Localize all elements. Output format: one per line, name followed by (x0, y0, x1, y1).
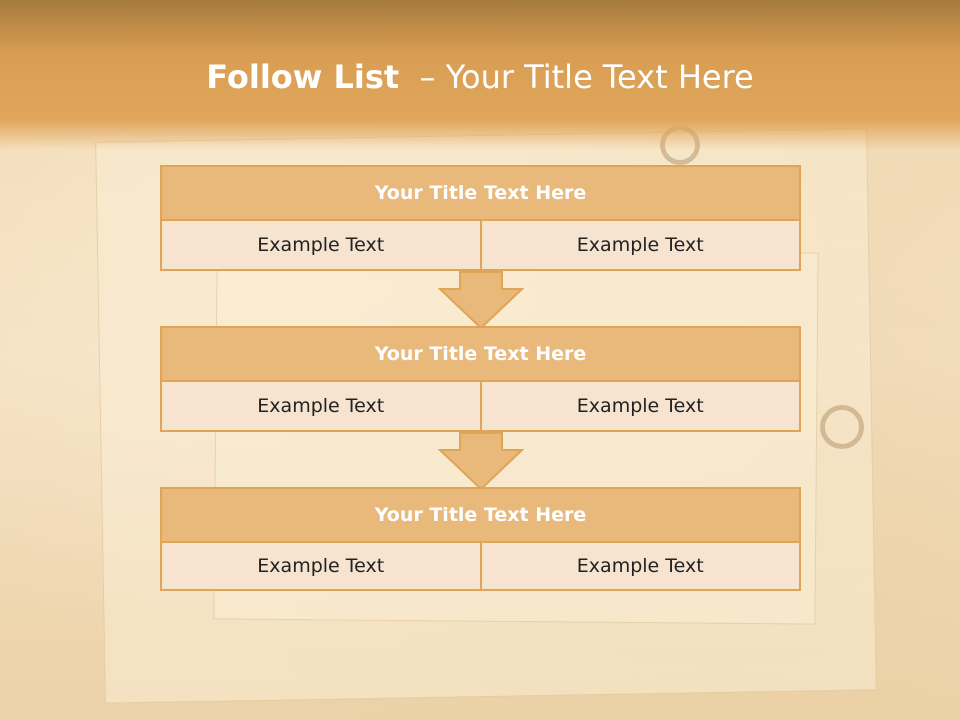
block-row-2: Example Text Example Text (160, 382, 801, 432)
list-block-3: Your Title Text Here Example Text Exampl… (160, 487, 801, 591)
block-1-left-text: Example Text (160, 221, 482, 271)
list-block-2: Your Title Text Here Example Text Exampl… (160, 326, 801, 432)
title-bar (0, 0, 960, 150)
list-block-1: Your Title Text Here Example Text Exampl… (160, 165, 801, 271)
slide-title: Follow List – Your Title Text Here (0, 55, 960, 99)
background-clip-right (820, 405, 864, 449)
slide-title-bold: Follow List (206, 58, 400, 96)
block-3-left-text: Example Text (160, 543, 482, 591)
block-3-right-text: Example Text (481, 543, 801, 591)
down-arrow-icon (438, 432, 524, 490)
block-2-right-text: Example Text (481, 382, 801, 432)
block-title-3: Your Title Text Here (160, 487, 801, 543)
block-1-right-text: Example Text (481, 221, 801, 271)
block-row-3: Example Text Example Text (160, 543, 801, 591)
block-row-1: Example Text Example Text (160, 221, 801, 271)
block-2-left-text: Example Text (160, 382, 482, 432)
slide-title-rest: – Your Title Text Here (419, 58, 754, 96)
block-title-1: Your Title Text Here (160, 165, 801, 221)
block-title-2: Your Title Text Here (160, 326, 801, 382)
down-arrow-icon (438, 271, 524, 329)
